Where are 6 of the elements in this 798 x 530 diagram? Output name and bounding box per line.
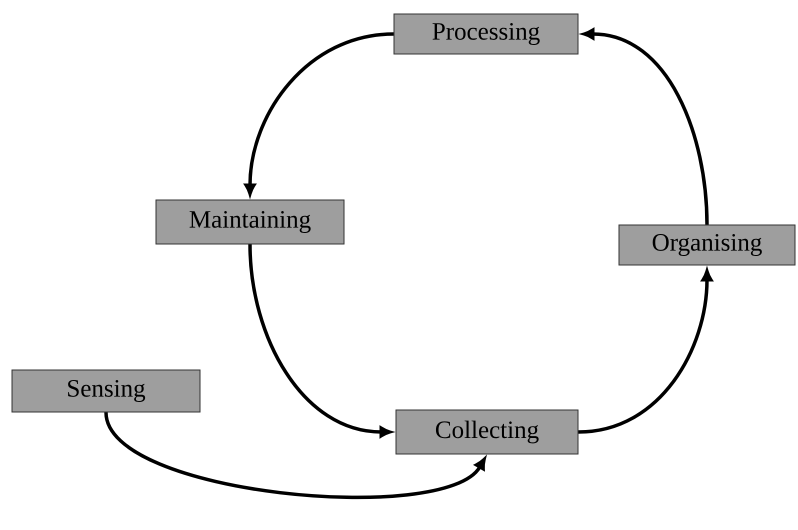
process-box: Maintaining [156,200,344,244]
process-box: Organising [618,224,796,266]
arrow [104,412,486,500]
process-box: Collecting [396,410,578,454]
process-box: Processing [394,14,578,54]
process-box: Sensing [12,370,200,412]
